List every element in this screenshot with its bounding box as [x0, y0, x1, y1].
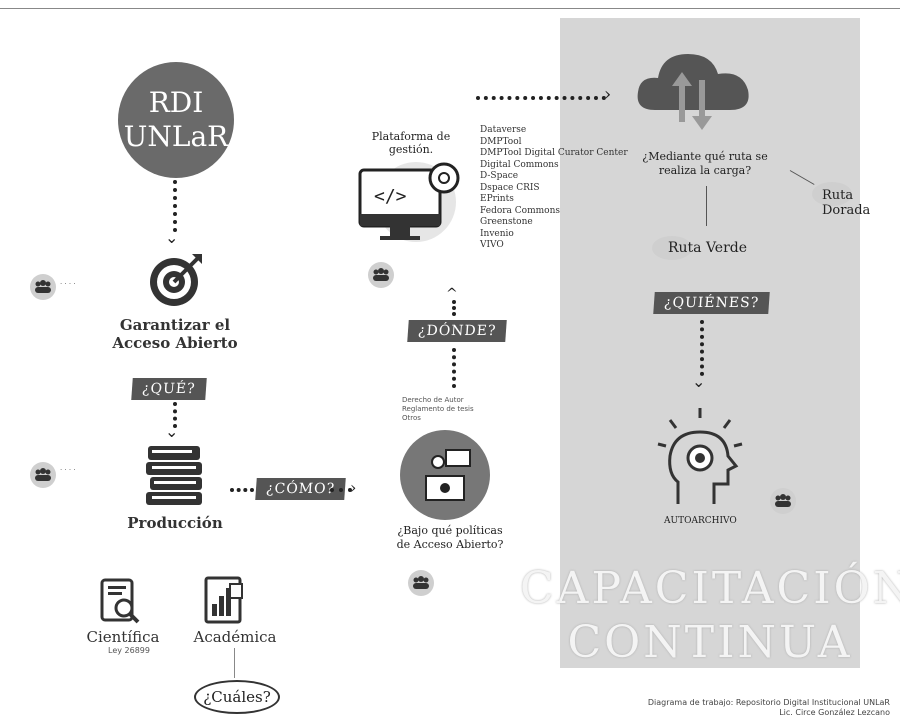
goal-line1: Garantizar el	[119, 316, 231, 334]
platform-item: DMPTool	[480, 136, 522, 147]
arrow-head-icon: ⌄	[165, 228, 179, 247]
arrow-up-icon: ^	[446, 286, 458, 302]
ley-label: Ley 26899	[108, 646, 150, 655]
que-label: ¿QUÉ?	[131, 378, 207, 400]
policy-note: Reglamento de tesis	[402, 405, 474, 413]
footer-line2: Lic. Circe González Lezcano	[779, 708, 890, 717]
route-question: ¿Mediante qué ruta se realiza la carga?	[620, 150, 790, 178]
platform-item: Dspace CRIS	[480, 182, 540, 193]
platform-list: Dataverse DMPTool DMPTool Digital Curato…	[480, 125, 628, 252]
target-icon	[148, 252, 204, 312]
head-idea-icon	[650, 404, 760, 518]
arrow-head-icon: ›	[350, 478, 357, 497]
document-search-icon	[100, 578, 142, 630]
platform-item: Fedora Commons	[480, 205, 560, 216]
platform-item: EPrints	[480, 194, 514, 204]
people-icon	[408, 570, 434, 596]
connector-root-goal	[173, 180, 181, 232]
policy-question: ¿Bajo qué políticas de Acceso Abierto?	[390, 524, 510, 552]
connector-quienes-auto	[700, 320, 708, 376]
people-note: · · · ·	[60, 466, 76, 474]
policy-node	[400, 430, 490, 520]
quienes-label: ¿QUIÉNES?	[653, 292, 770, 314]
cloud-upload-icon	[630, 40, 760, 134]
capacitacion-title: CAPACITACIÓN CONTINUA	[520, 562, 900, 670]
monitor-code-icon: </>	[356, 160, 468, 254]
platform-item: DMPTool Digital Curator Center	[480, 148, 628, 158]
capacitacion-line2: CONTINUA	[567, 617, 853, 668]
root-line2: UNLaR	[123, 120, 229, 153]
connector-academica-cuales	[234, 648, 235, 678]
books-icon	[142, 444, 206, 510]
people-note: · · · ·	[60, 280, 76, 288]
goal-label: Garantizar el Acceso Abierto	[110, 316, 240, 352]
svg-text:</>: </>	[374, 186, 407, 207]
route-question-line1: ¿Mediante qué ruta se	[642, 150, 768, 163]
document-chart-icon	[204, 576, 248, 630]
arrow-head-icon: ›	[604, 84, 612, 105]
platform-line1: Plataforma de	[371, 130, 451, 143]
cuales-oval: ¿Cuáles?	[194, 680, 280, 714]
platform-item: D-Space	[480, 171, 519, 181]
connector-production-policy-left	[230, 488, 254, 496]
route-question-line2: realiza la carga?	[658, 164, 752, 177]
platform-line2: gestión.	[388, 143, 434, 156]
policy-line2: de Acceso Abierto?	[396, 538, 504, 551]
rdi-unlar-node: RDI UNLaR	[118, 62, 234, 178]
platform-item: Dataverse	[480, 125, 527, 135]
arrow-head-icon: ⌄	[692, 372, 706, 391]
ruta-dorada-blob	[812, 182, 852, 206]
platform-item: Digital Commons	[480, 159, 559, 170]
connector-policy-donde	[452, 348, 460, 388]
ruta-verde-label: Ruta Verde	[668, 240, 748, 256]
goal-line2: Acceso Abierto	[112, 334, 238, 352]
people-icon	[30, 462, 56, 488]
platform-item: VIVO	[480, 240, 504, 250]
autoarchivo-label: AUTOARCHIVO	[664, 516, 737, 526]
academica-label: Académica	[193, 628, 277, 646]
top-border	[0, 8, 900, 9]
policy-notes: Derecho de Autor Reglamento de tesis Otr…	[402, 396, 474, 423]
production-label: Producción	[127, 514, 223, 532]
donde-label: ¿DÓNDE?	[407, 320, 508, 342]
platform-title: Plataforma de gestión.	[366, 130, 456, 156]
policy-note: Derecho de Autor	[402, 396, 464, 404]
people-icon	[368, 262, 394, 288]
capacitacion-panel	[560, 18, 860, 668]
cuales-label: ¿Cuáles?	[203, 688, 271, 706]
capacitacion-line1: CAPACITACIÓN	[520, 563, 900, 614]
connector-platform-cloud	[476, 96, 606, 104]
policy-note: Otros	[402, 414, 421, 422]
connector-cloud-verde	[706, 186, 707, 226]
footer-credit: Diagrama de trabajo: Repositorio Digital…	[560, 698, 890, 718]
connector-donde-platform	[452, 300, 460, 316]
arrow-head-icon: ⌄	[165, 422, 179, 441]
cientifica-label: Científica	[86, 628, 160, 646]
platform-item: Invenio	[480, 228, 514, 239]
policy-line1: ¿Bajo qué políticas	[397, 524, 503, 537]
root-line1: RDI	[148, 86, 204, 119]
connector-production-policy-right	[330, 488, 352, 496]
people-icon	[770, 488, 796, 514]
presenter-icon	[425, 449, 471, 501]
ruta-verde-blob	[652, 236, 692, 260]
footer-line1: Diagrama de trabajo: Repositorio Digital…	[647, 698, 890, 707]
people-icon	[30, 274, 56, 300]
ruta-dorada-label: Ruta Dorada	[822, 188, 871, 218]
platform-item: Greenstone	[480, 217, 533, 227]
connector-goal-production	[173, 402, 181, 428]
